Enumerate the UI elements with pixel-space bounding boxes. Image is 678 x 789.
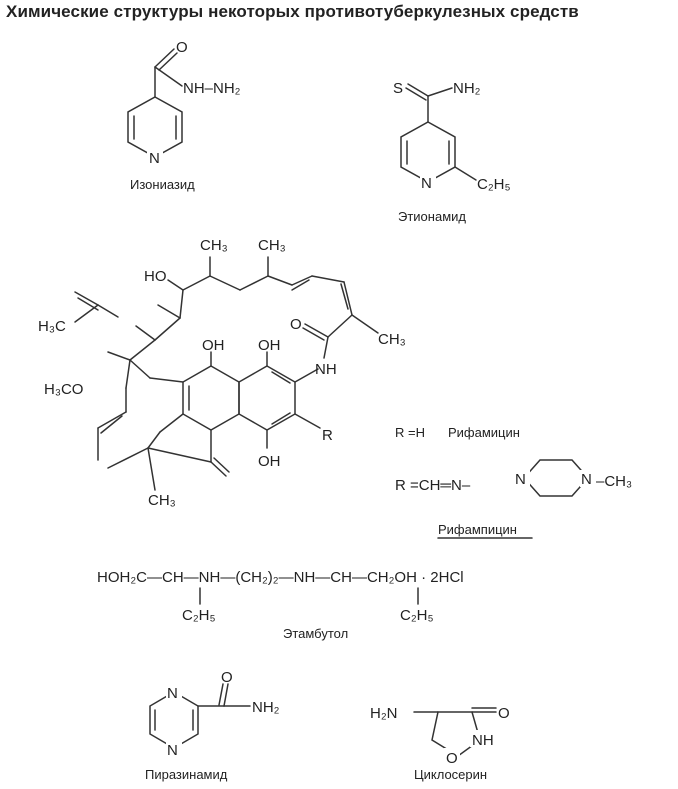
rifamycin-name: Рифамицин [448, 425, 520, 440]
rifampicin-methyl: –CH₃ [596, 473, 632, 490]
cycloserine-ring-oxygen: O [446, 750, 458, 767]
page-title: Химические структуры некоторых противоту… [6, 2, 579, 21]
rifamycin-methyl-4: CH₃ [148, 492, 176, 509]
ethionamide-sulfur: S [393, 80, 403, 97]
rifampicin-r-definition: R =CH═N– [395, 477, 471, 494]
rifamycin-r: R [322, 427, 333, 444]
cycloserine-nh: NH [472, 732, 494, 749]
isoniazid-oxygen: O [176, 39, 188, 56]
rifamycin-amide-oxygen: O [290, 316, 302, 333]
ethionamide-ethyl: C₂H₅ [477, 176, 511, 193]
ethambutol-ethyl-1: C₂H₅ [182, 607, 216, 624]
rifamycin-oh-1: OH [202, 337, 225, 354]
rifamycin-r-definition: R =H [395, 425, 425, 440]
ethambutol-name: Этамбутол [283, 626, 348, 641]
pyrazinamide-name: Пиразинамид [145, 767, 228, 782]
ethionamide-ring-nitrogen: N [421, 175, 432, 192]
rifamycin-methyl-2: CH₃ [258, 237, 286, 254]
cycloserine-name: Циклосерин [414, 767, 487, 782]
cycloserine-amine: H₂N [370, 705, 398, 722]
rifamycin-oh-3: OH [258, 453, 281, 470]
ethambutol-structure: HOH₂C—CH—NH—(CH₂)₂—NH—CH—CH₂OH · 2HCl C₂… [97, 569, 464, 641]
ethambutol-ethyl-2: C₂H₅ [400, 607, 434, 624]
ethionamide-name: Этионамид [398, 209, 466, 224]
rifamycin-methyl-1: CH₃ [200, 237, 228, 254]
rifamycin-oh-2: OH [258, 337, 281, 354]
rifamycin-methyl-3: CH₃ [378, 331, 406, 348]
pyrazinamide-oxygen: O [221, 669, 233, 686]
cycloserine-carbonyl-oxygen: O [498, 705, 510, 722]
isoniazid-ring-nitrogen: N [149, 150, 160, 167]
rifamycin-acetyl-methyl: H₃C [38, 318, 66, 335]
rifampicin-name: Рифампицин [438, 522, 517, 537]
rifamycin-structure: CH₃ CH₃ HO CH₃ O NH OH OH OH R H₃C H₃CO … [38, 237, 520, 509]
rifamycin-methoxy: H₃CO [44, 381, 83, 398]
rifampicin-nitrogen-1: N [515, 471, 526, 488]
ethambutol-formula: HOH₂C—CH—NH—(CH₂)₂—NH—CH—CH₂OH · 2HCl [97, 569, 464, 586]
cycloserine-structure: H₂N O NH O Циклосерин [370, 705, 510, 782]
rifampicin-nitrogen-2: N [581, 471, 592, 488]
pyrazinamide-structure: N N O NH₂ Пиразинамид [145, 669, 280, 782]
pyrazinamide-amine: NH₂ [252, 699, 280, 716]
rifampicin-structure: R =CH═N– N N –CH₃ Рифампицин [395, 459, 632, 539]
ethionamide-amine: NH₂ [453, 80, 481, 97]
isoniazid-structure: N O NH–NH₂ Изониазид [127, 39, 241, 192]
isoniazid-name: Изониазид [130, 177, 195, 192]
rifamycin-ho: HO [144, 268, 167, 285]
pyrazinamide-nitrogen-2: N [167, 742, 178, 759]
rifamycin-nh: NH [315, 361, 337, 378]
ethionamide-structure: N S NH₂ C₂H₅ Этионамид [393, 80, 511, 224]
isoniazid-hydrazide-group: NH–NH₂ [183, 80, 241, 97]
pyrazinamide-nitrogen-1: N [167, 685, 178, 702]
